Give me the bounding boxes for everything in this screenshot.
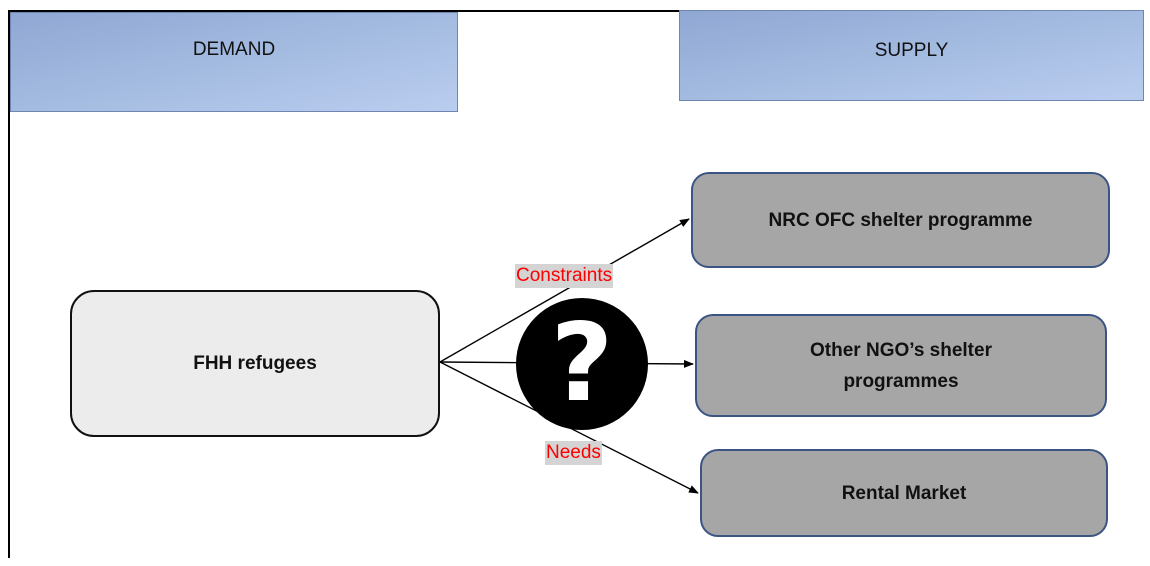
rental-market-label: Rental Market <box>841 482 967 504</box>
frame-top-line <box>8 10 680 12</box>
rental-market-box: Rental Market <box>700 449 1108 537</box>
other-ngo-shelter-box: Other NGO’s shelter programmes <box>695 314 1107 417</box>
nrc-ofc-shelter-label: NRC OFC shelter programme <box>768 209 1033 231</box>
demand-header-label: DEMAND <box>192 39 276 60</box>
question-mark-icon: ? <box>516 298 648 430</box>
other-ngo-shelter-label: Other NGO’s shelter programmes <box>810 339 992 392</box>
nrc-ofc-shelter-box: NRC OFC shelter programme <box>691 172 1110 268</box>
arrow-to-nrc-ofc <box>439 218 690 363</box>
supply-header: SUPPLY <box>679 10 1144 101</box>
needs-label: Needs <box>545 441 602 465</box>
constraints-label: Constraints <box>515 264 614 288</box>
fhh-refugees-box: FHH refugees <box>70 290 440 437</box>
supply-header-label: SUPPLY <box>874 40 949 61</box>
fhh-refugees-label: FHH refugees <box>193 353 317 374</box>
frame-left-line <box>8 10 10 558</box>
demand-header: DEMAND <box>10 12 458 112</box>
